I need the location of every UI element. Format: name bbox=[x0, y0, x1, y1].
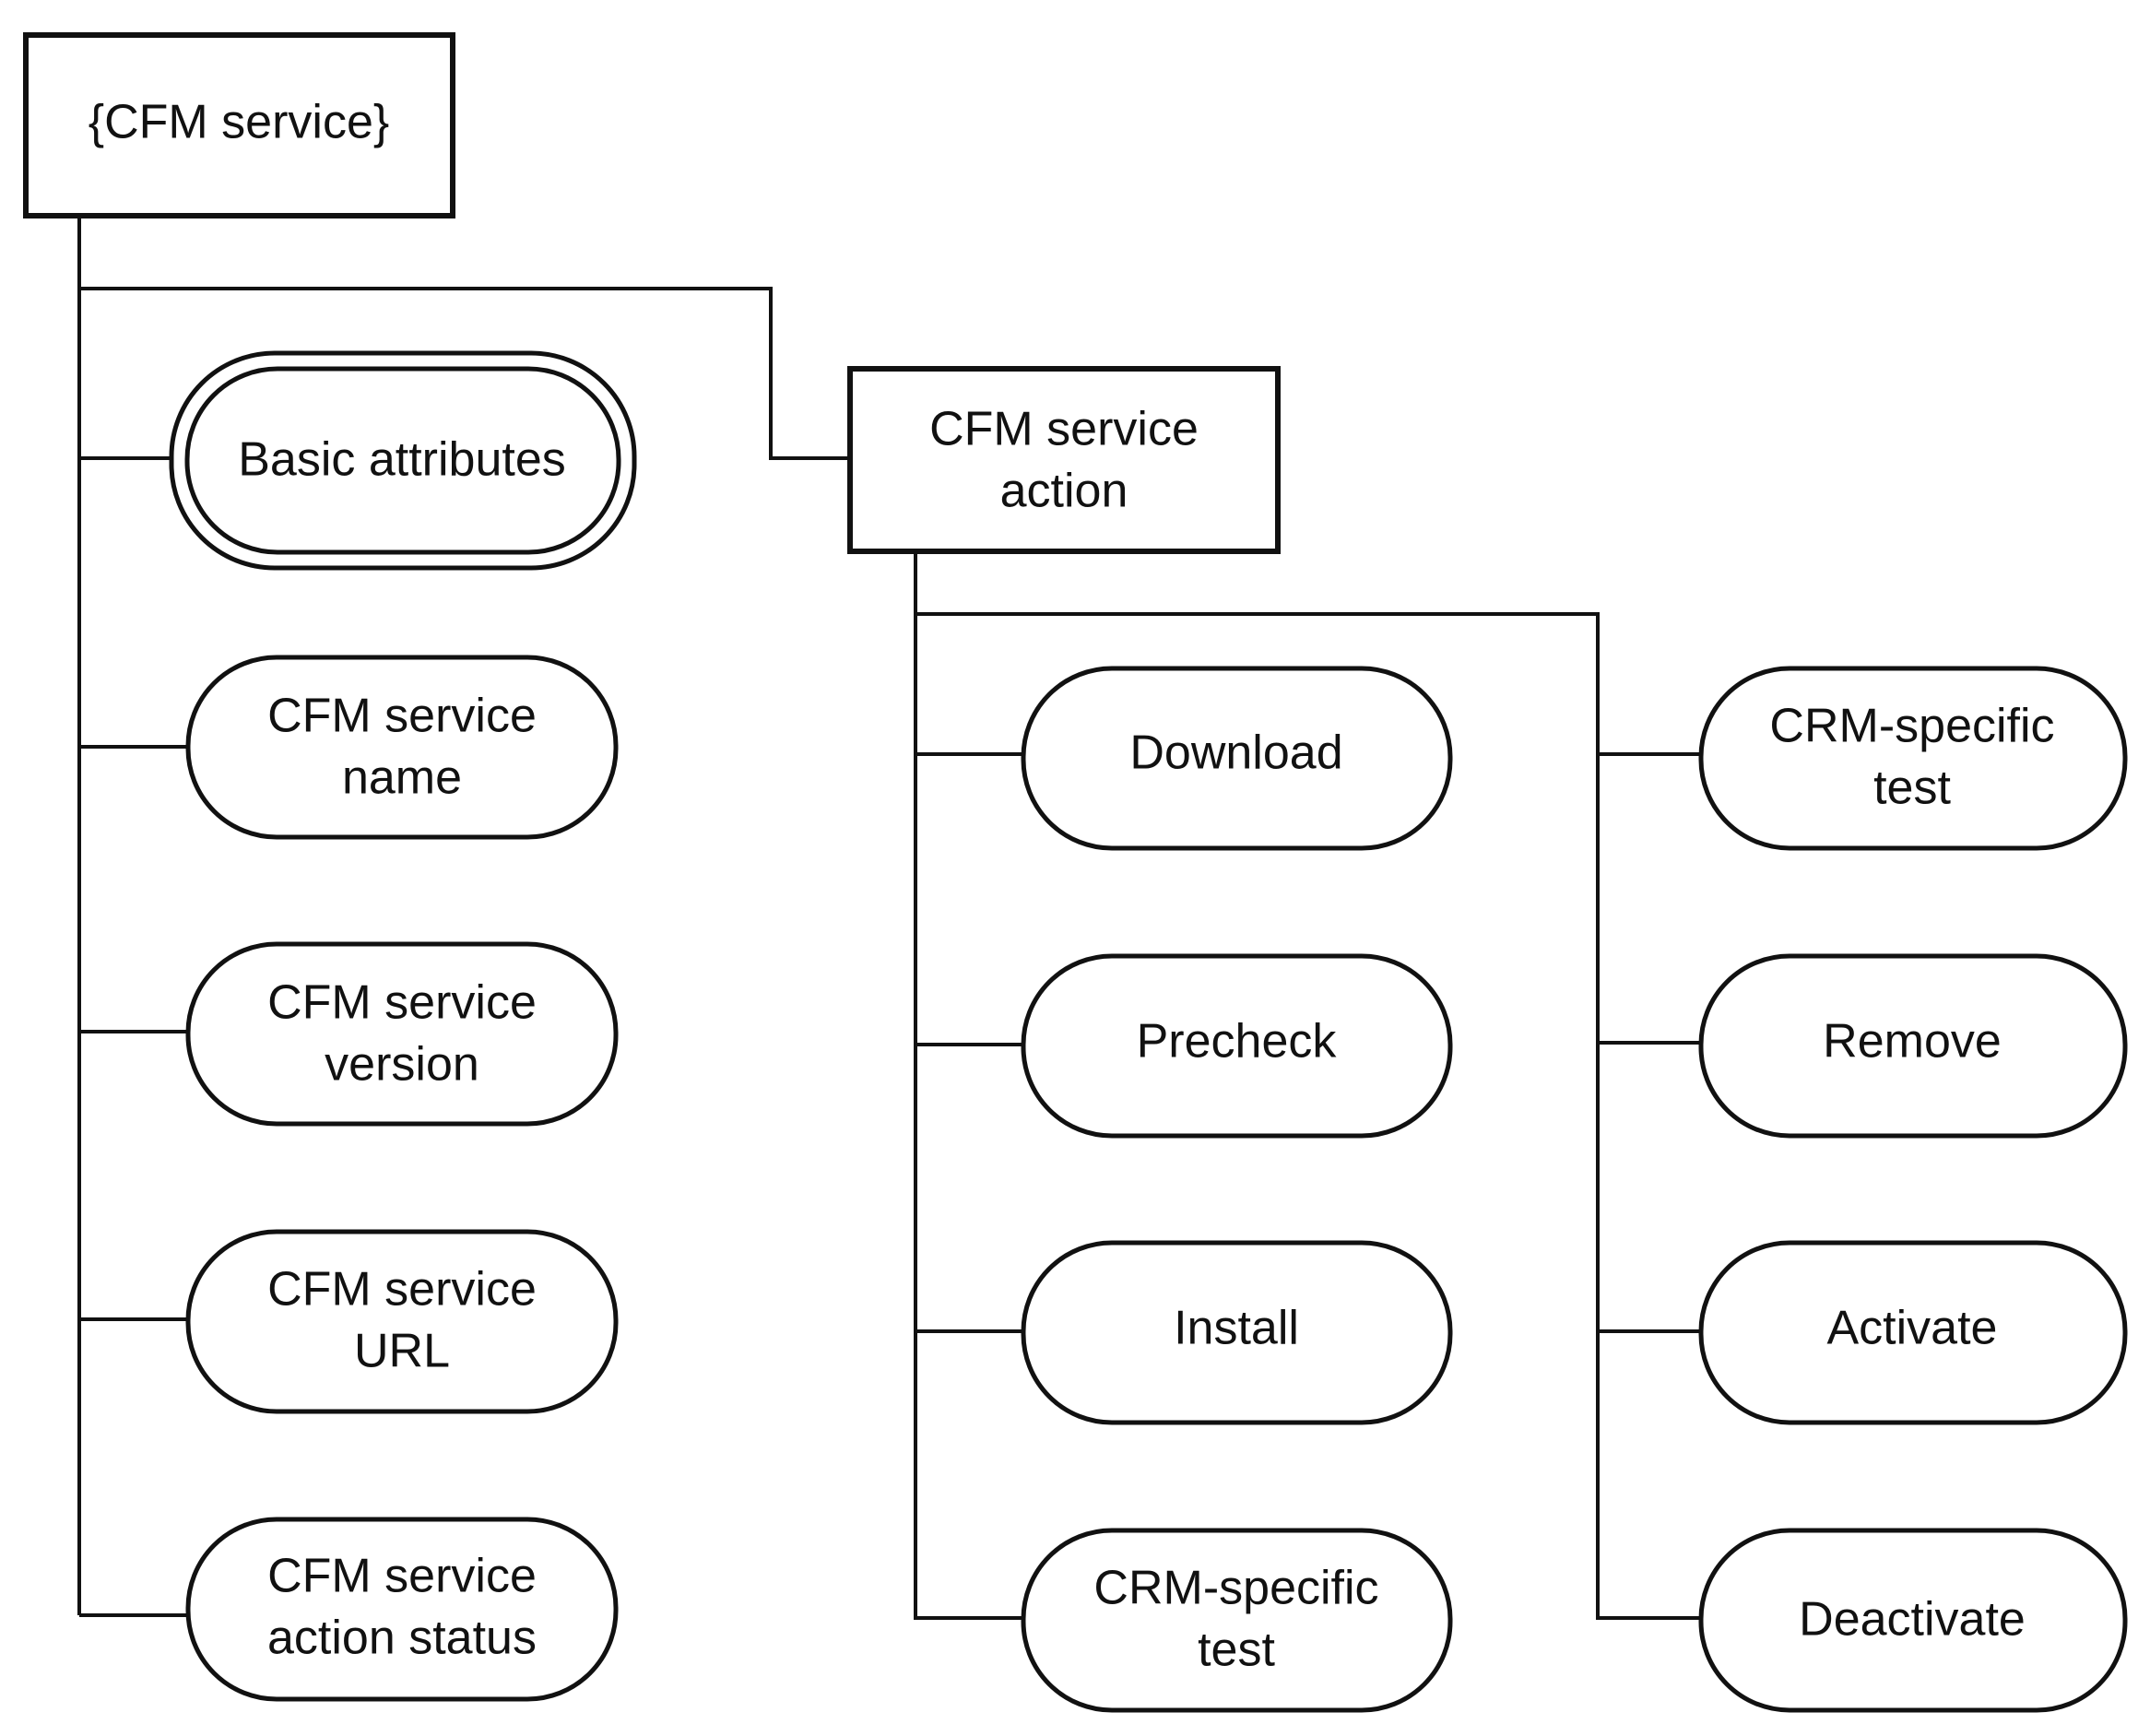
action-crm-test-right-node: CRM-specific test bbox=[1698, 666, 2128, 851]
action-install-label: Install bbox=[1174, 1302, 1299, 1355]
attribute-version-node: CFM service version bbox=[185, 941, 619, 1127]
attribute-name-node: CFM service name bbox=[185, 655, 619, 840]
attribute-name-line1: CFM service bbox=[267, 690, 537, 743]
action-deactivate-label: Deactivate bbox=[1799, 1593, 2026, 1647]
attribute-url-line1: CFM service bbox=[267, 1263, 537, 1317]
action-crm-test-right-line2: test bbox=[1873, 762, 1951, 815]
basic-attributes-node: Basic attributes bbox=[169, 350, 637, 571]
action-deactivate-node: Deactivate bbox=[1698, 1528, 2128, 1713]
attribute-status-node: CFM service action status bbox=[185, 1517, 619, 1702]
action-precheck-node: Precheck bbox=[1021, 953, 1453, 1139]
attribute-status-line2: action status bbox=[267, 1612, 537, 1665]
action-crm-test-left-node: CRM-specific test bbox=[1021, 1528, 1453, 1713]
connectors bbox=[77, 218, 1701, 1620]
action-crm-test-left-line2: test bbox=[1198, 1624, 1275, 1677]
action-crm-test-left-line1: CRM-specific bbox=[1093, 1562, 1378, 1615]
action-node: CFM service action bbox=[847, 366, 1281, 554]
attribute-name-line2: name bbox=[342, 751, 462, 805]
action-download-node: Download bbox=[1021, 666, 1453, 851]
action-label-line1: CFM service bbox=[929, 403, 1199, 456]
action-activate-node: Activate bbox=[1698, 1240, 2128, 1425]
action-remove-label: Remove bbox=[1823, 1015, 2002, 1069]
action-label-line2: action bbox=[1000, 465, 1128, 518]
attribute-status-line1: CFM service bbox=[267, 1550, 537, 1603]
root-node: {CFM service} bbox=[23, 32, 455, 218]
action-right-trunk-line bbox=[916, 612, 1701, 1620]
attribute-url-line2: URL bbox=[354, 1325, 450, 1378]
action-download-label: Download bbox=[1129, 726, 1342, 780]
action-activate-label: Activate bbox=[1827, 1302, 1998, 1355]
root-to-action-line bbox=[79, 287, 850, 460]
action-crm-test-right-line1: CRM-specific bbox=[1769, 700, 2054, 753]
root-label: {CFM service} bbox=[89, 96, 390, 149]
attribute-version-line2: version bbox=[325, 1038, 479, 1092]
action-trunk-line bbox=[914, 553, 1023, 1620]
action-remove-node: Remove bbox=[1698, 953, 2128, 1139]
attribute-url-node: CFM service URL bbox=[185, 1229, 619, 1414]
action-install-node: Install bbox=[1021, 1240, 1453, 1425]
action-precheck-label: Precheck bbox=[1137, 1015, 1338, 1069]
attribute-version-line1: CFM service bbox=[267, 976, 537, 1030]
basic-attributes-label: Basic attributes bbox=[238, 433, 566, 487]
